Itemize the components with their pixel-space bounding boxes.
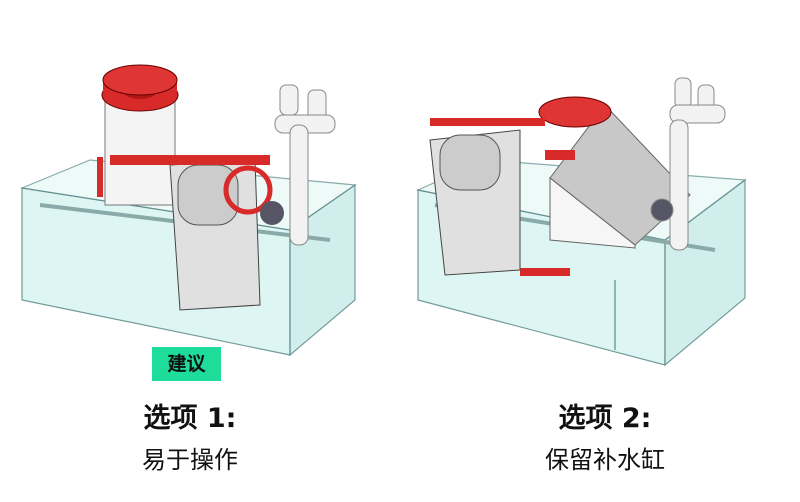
option-2-title: 选项 2: [558, 403, 652, 434]
option-1-illustration [19, 64, 357, 357]
option-1-subtitle: 易于操作 [142, 446, 238, 474]
protein-skimmer [101, 64, 179, 206]
pipes [650, 77, 726, 251]
roller-filter [429, 118, 545, 276]
protein-skimmer [520, 96, 612, 276]
pipes [274, 84, 336, 246]
roller-filter [110, 155, 284, 311]
valve [97, 157, 103, 197]
option-1-title: 选项 1: [143, 403, 237, 434]
recommended-badge: 建议 [152, 347, 221, 381]
option-2-illustration [416, 77, 747, 367]
option-2-subtitle: 保留补水缸 [545, 446, 665, 474]
